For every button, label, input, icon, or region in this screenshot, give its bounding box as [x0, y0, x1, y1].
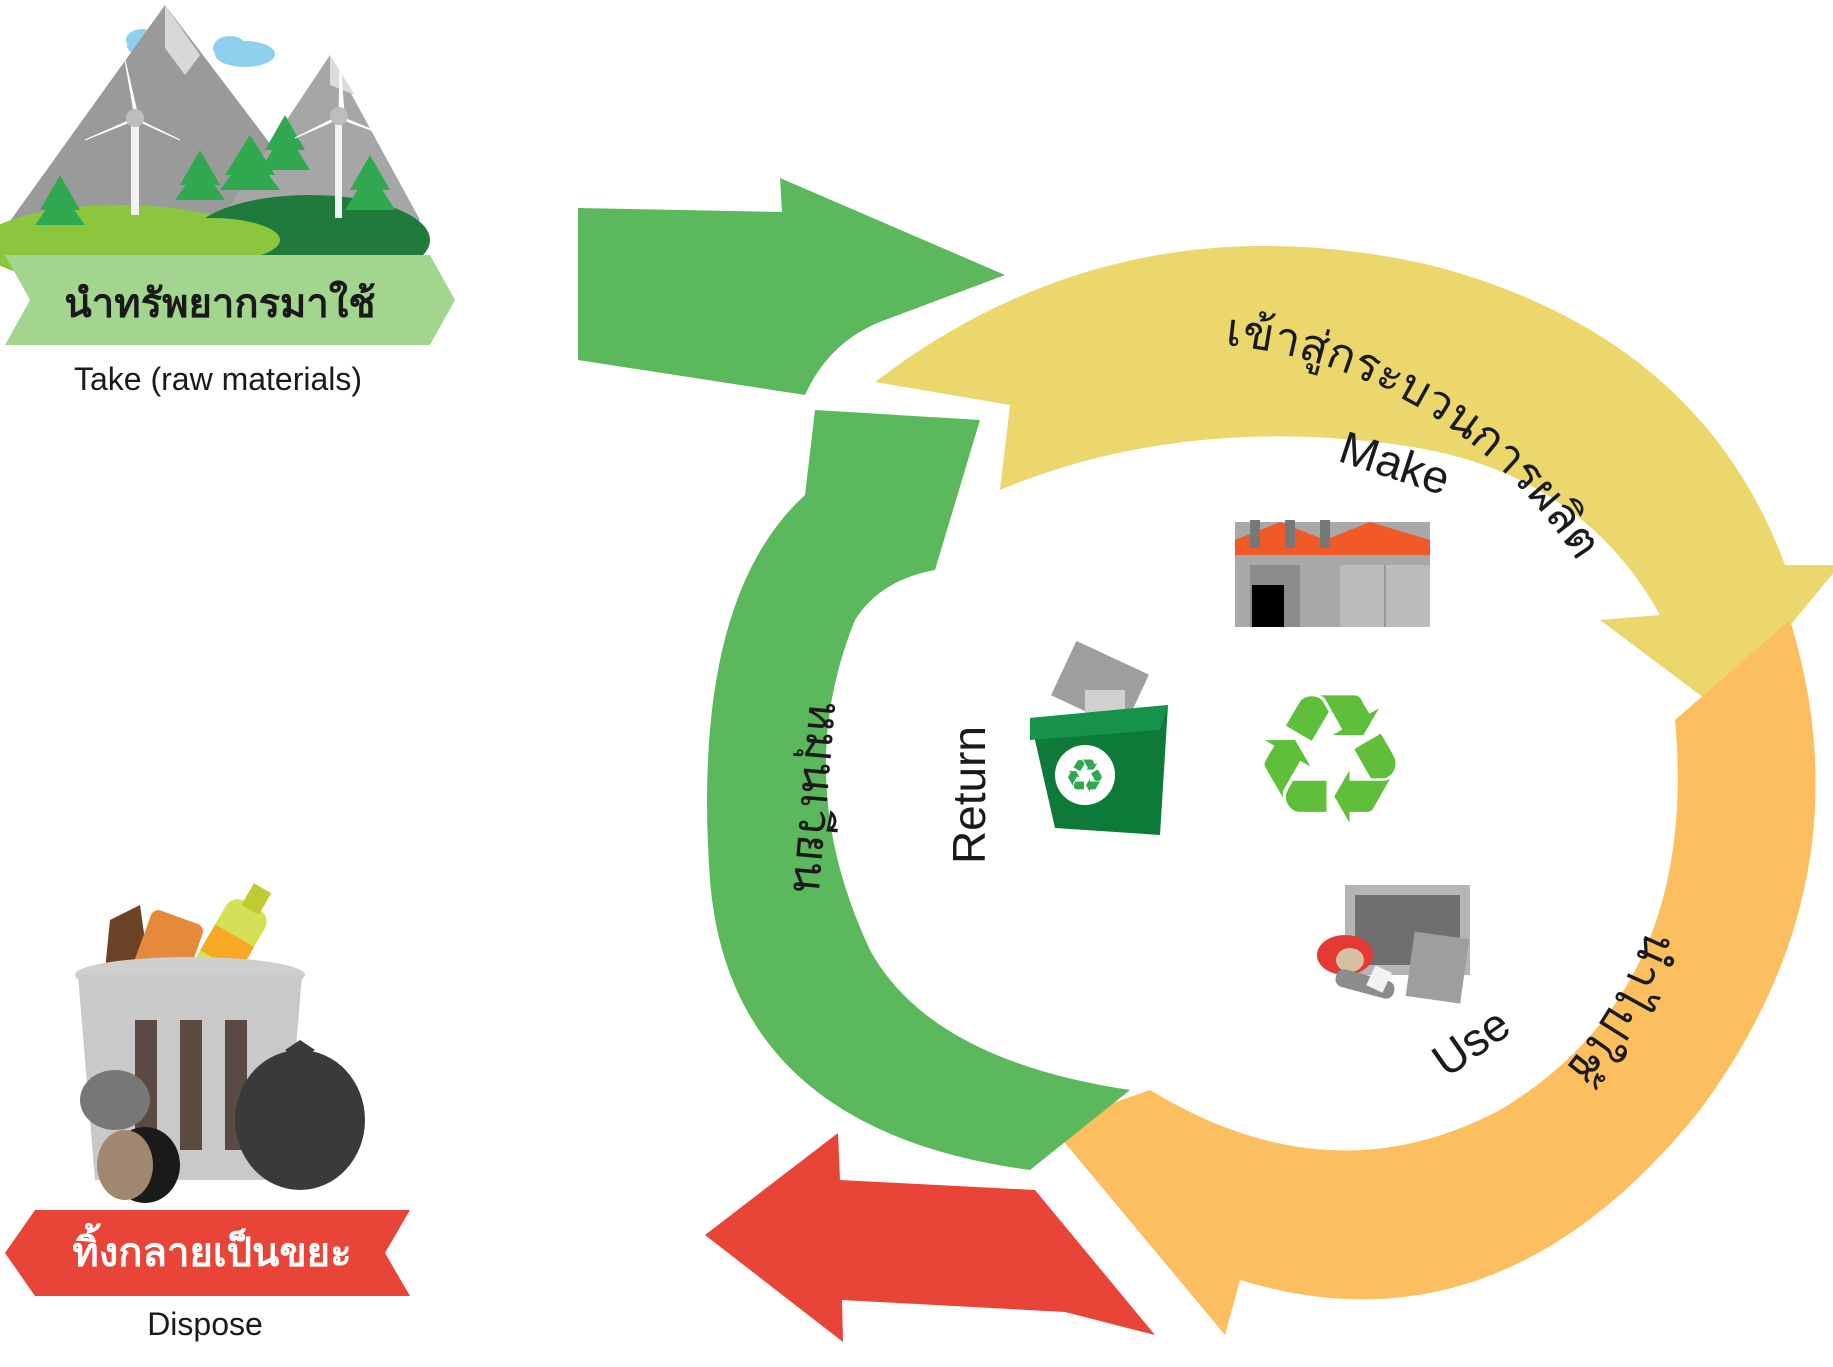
trash-can-icon — [75, 883, 365, 1203]
svg-text:♻: ♻ — [1249, 656, 1410, 865]
return-english-label: Return — [943, 726, 995, 864]
electronics-waste-icon — [1317, 885, 1470, 1004]
take-english-label: Take (raw materials) — [74, 361, 362, 397]
return-arrow — [707, 410, 1130, 1170]
dispose-label-ribbon: ทิ้งกลายเป็นขยะ — [5, 1210, 410, 1296]
dispose-english-label: Dispose — [147, 1306, 263, 1342]
recycle-symbol-icon: ♻ — [1249, 656, 1410, 865]
factory-icon — [1235, 520, 1430, 627]
take-label-ribbon: นำทรัพยากรมาใช้ — [5, 255, 455, 345]
take-thai-label: นำทรัพยากรมาใช้ — [64, 280, 375, 327]
use-english-label: Use — [1422, 997, 1519, 1087]
dispose-arrow — [705, 1133, 1155, 1342]
svg-text:♻: ♻ — [1064, 749, 1105, 803]
recycle-bin-icon: ♻ — [1030, 640, 1168, 835]
dispose-thai-label: ทิ้งกลายเป็นขยะ — [72, 1223, 351, 1276]
use-arrow — [1050, 620, 1816, 1335]
mountains-wind-turbines-icon — [0, 5, 430, 285]
make-arrow — [875, 245, 1833, 710]
take-arrow — [578, 178, 1005, 395]
